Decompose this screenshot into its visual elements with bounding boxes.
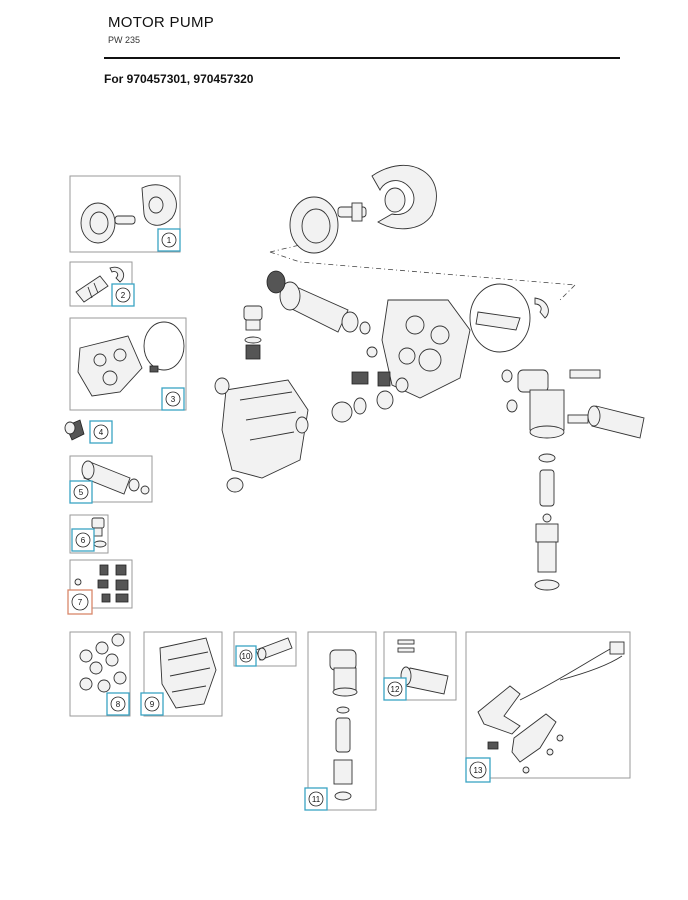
callout-circle [165, 391, 181, 407]
callout-number: 3 [171, 395, 176, 404]
kit-6-panel[interactable] [69, 514, 109, 554]
kit-8-panel[interactable] [69, 631, 131, 717]
callout-7[interactable]: 7 [67, 589, 93, 615]
callout-circle [73, 484, 89, 500]
callout-number: 9 [150, 700, 155, 709]
kit-13-panel[interactable] [465, 631, 631, 779]
callout-number: 13 [474, 766, 483, 775]
callout-number: 8 [116, 700, 121, 709]
callout-5[interactable]: 5 [69, 480, 93, 504]
callout-circle [71, 593, 89, 611]
callout-circle [308, 791, 324, 807]
callout-8[interactable]: 8 [106, 692, 130, 716]
callout-number: 7 [78, 598, 83, 607]
callout-12[interactable]: 12 [383, 677, 407, 701]
callout-circle [115, 287, 131, 303]
callout-circle [93, 424, 109, 440]
kit-10-panel[interactable] [233, 631, 297, 667]
callout-number: 1 [167, 236, 172, 245]
kit-9-panel[interactable] [143, 631, 223, 717]
callout-circle [161, 232, 177, 248]
callout-number: 4 [99, 428, 104, 437]
callout-9[interactable]: 9 [140, 692, 164, 716]
kit-5-panel[interactable] [69, 455, 153, 503]
kit-3-panel[interactable] [69, 317, 187, 411]
callout-number: 12 [391, 685, 400, 694]
callout-3[interactable]: 3 [161, 387, 185, 411]
callout-2[interactable]: 2 [111, 283, 135, 307]
callout-circle [387, 681, 403, 697]
callout-6[interactable]: 6 [71, 528, 95, 552]
callout-circle [110, 696, 126, 712]
callout-circle [144, 696, 160, 712]
callout-number: 6 [81, 536, 86, 545]
kit-7-panel[interactable] [69, 559, 133, 609]
callout-4[interactable]: 4 [89, 420, 113, 444]
main-exploded-view [214, 165, 645, 591]
callout-number: 2 [121, 291, 126, 300]
kit-4-part[interactable] [64, 419, 85, 441]
applicable-models: For 970457301, 970457320 [104, 72, 254, 86]
kit-11-panel[interactable] [307, 631, 377, 811]
kit-1-panel[interactable] [69, 175, 181, 253]
callout-number: 5 [79, 488, 84, 497]
header-divider [104, 57, 620, 59]
callout-number: 11 [312, 795, 321, 804]
callout-13[interactable]: 13 [465, 757, 491, 783]
callout-circle [239, 649, 253, 663]
callout-11[interactable]: 11 [304, 787, 328, 811]
callout-number: 10 [242, 652, 251, 661]
callout-1[interactable]: 1 [157, 228, 181, 252]
page-title: MOTOR PUMP [108, 14, 215, 31]
model-number: PW 235 [108, 35, 141, 45]
callout-circle [469, 761, 487, 779]
callout-10[interactable]: 10 [235, 645, 257, 667]
callout-circle [75, 532, 91, 548]
